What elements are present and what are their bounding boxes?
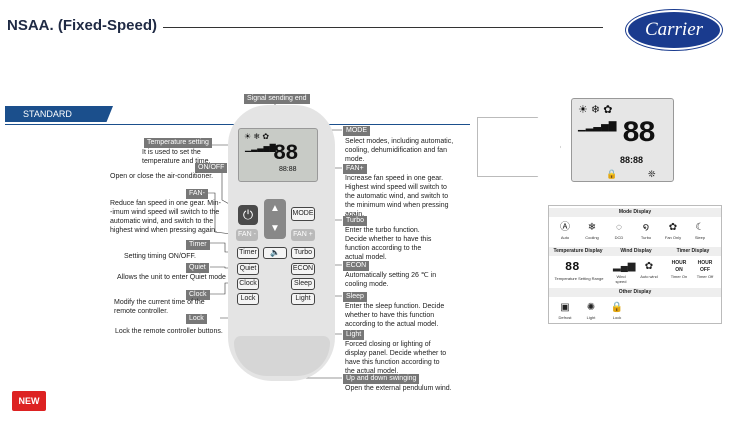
new-badge: NEW [12,391,46,411]
clock-label: Clock [186,290,210,300]
quiet-label: Quiet [186,263,209,273]
temperature-range-label: Temperature Setting Range [554,276,604,281]
turbo-button[interactable]: Turbo [291,247,315,259]
display-big-digits: 88 [622,117,656,151]
mode-desc: Select modes, including automatic,coolin… [345,138,454,163]
lock-legend-icon: 🔒Lock [610,302,624,320]
swing-button[interactable]: 🔈 [263,247,287,259]
lcd-mode-icons-large: ☀ ❄ ✿ [578,104,613,116]
fan-plus-label: FAN+ [343,164,367,174]
swing-desc: Open the external pendulum wind. [345,385,452,392]
power-button[interactable]: ⏻ [238,205,258,225]
defrost-legend-icon: ▣Defrost [558,302,572,320]
lcd-wind-bars-large: ▁▂▃▅▇ [578,121,617,132]
other-display-head: Other Display [549,288,721,297]
turbo-desc: Enter the turbo function.Decide whether … [345,227,432,261]
lock-label: Lock [186,314,207,324]
cooling-icon: ❄Cooling [585,222,599,240]
remote-lcd: ☀ ❄ ✿ ▁▂▃▅▇ 88 88:88 [238,128,318,182]
timer-desc: Setting timing ON/OFF. [124,253,196,260]
temp-label: Temperature setting [144,138,212,148]
fan-plus-desc: Increase fan speed in one gear.Highest w… [345,175,449,218]
up-arrow-icon[interactable]: ▲ [270,203,280,214]
temperature-digits: 88 [565,260,580,274]
sleep-label: Sleep [343,292,367,302]
quiet-desc: Allows the unit to enter Quiet mode [117,274,226,281]
sleep-button[interactable]: Sleep [291,278,315,290]
mode-display-head: Mode Display [549,208,721,217]
lcd-mode-icons: ☀ ❄ ✿ [244,132,270,141]
lcd-clock: 88:88 [279,166,297,173]
fan-only-icon: ✿Fan Only [664,222,682,240]
lock-icon: 🔒 [606,169,618,179]
wind-display-head: Wind Display [607,247,665,256]
temp-up-down-button[interactable]: ▲ ▼ [264,199,286,239]
defrost-icon: ❊ [648,169,656,179]
timer-button[interactable]: Timer [237,247,259,259]
signal-end-label: Signal sending end [244,94,310,104]
onoff-label: ON/OFF [195,163,228,173]
lcd-wind-bars: ▁▂▃▅▇ [245,143,276,152]
speaker-icon: 🔈 [270,248,280,257]
clock-button[interactable]: Clock [237,278,259,290]
econ-button[interactable]: ECON [291,263,315,275]
timer-display-head: Timer Display [665,247,721,256]
dry-icon: ◌DCD [614,222,624,240]
fan-minus-label: FAN- [186,189,208,199]
lock-button[interactable]: Lock [237,293,259,305]
lcd-digits: 88 [273,141,298,166]
quiet-button[interactable]: Quiet [237,263,259,275]
light-legend-icon: ✺Light [586,302,596,320]
section-tag: STANDARD [5,106,113,122]
fan-minus-desc: Reduce fan speed in one gear. Min--imum … [110,200,221,234]
page-title: NSAA. (Fixed-Speed) [7,17,158,34]
light-label: Light [343,330,365,340]
remote-bottom [234,336,330,376]
display-panel-lcd: ☀ ❄ ✿ ▁▂▃▅▇ 88 88:88 🔒 ❊ [571,98,674,182]
swing-label: Up and down swinging [343,374,420,384]
temperature-display-head: Temperature Display [549,247,607,256]
turbo-label: Turbo [343,216,368,226]
onoff-desc: Open or close the air-conditioner. [110,173,214,180]
brand-logo: Carrier [626,10,722,50]
mode-label: MODE [343,126,370,136]
sleep-icon: ☾Sleep [694,222,706,240]
auto-wind-icon: ✿Auto wind [640,261,658,279]
wind-speed-icon: ▂▄▆Wind speed [613,261,636,284]
mode-button[interactable]: MODE [291,207,315,221]
econ-label: ECON [343,261,370,271]
title-rule [163,27,603,28]
fan-plus-button[interactable]: FAN + [291,229,315,241]
fan-minus-button[interactable]: FAN - [236,229,258,241]
lock-desc: Lock the remote controller buttons. [115,328,223,335]
timer-label: Timer [186,240,210,250]
light-button[interactable]: Light [291,293,315,305]
display-small-digits: 88:88 [620,155,644,165]
down-arrow-icon[interactable]: ▼ [270,223,280,234]
